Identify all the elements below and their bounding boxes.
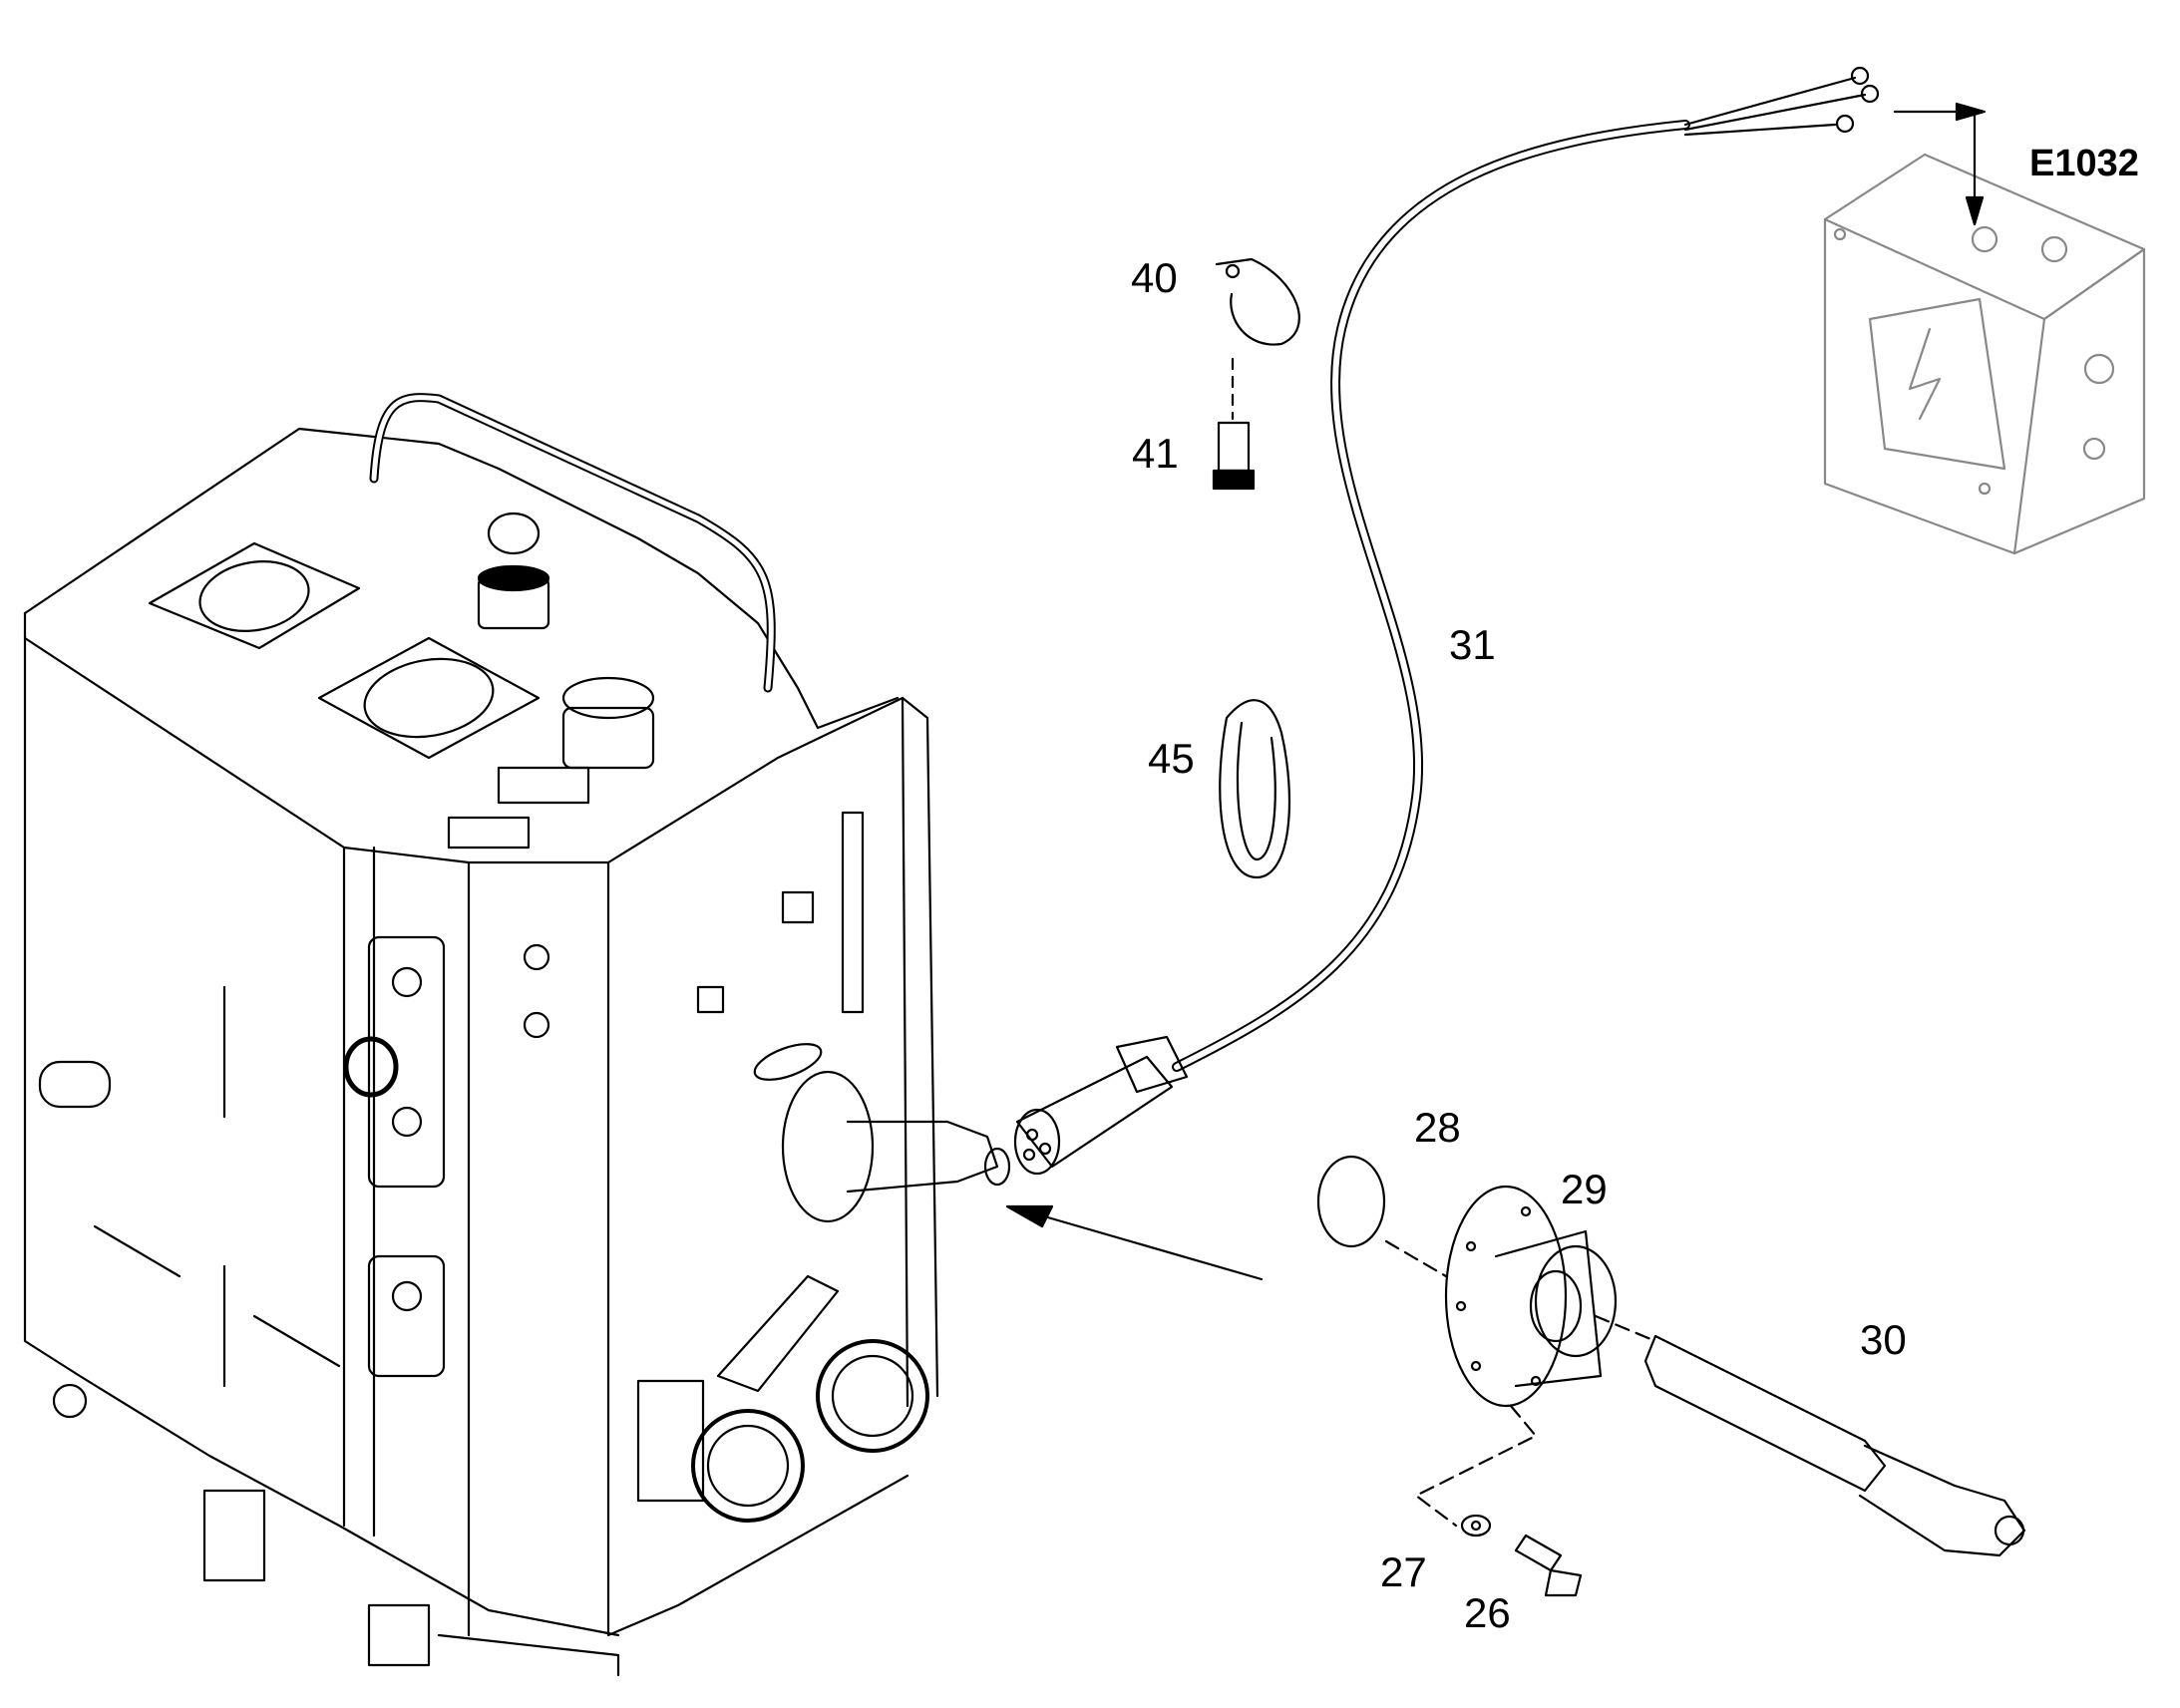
- cable-clamp: [1215, 257, 1300, 421]
- callout-27: 27: [1380, 1548, 1427, 1595]
- callout-31: 31: [1449, 621, 1496, 668]
- cable-tie: [1219, 699, 1291, 879]
- callout-45: 45: [1148, 735, 1195, 782]
- washer: [1460, 1514, 1492, 1537]
- callout-41: 41: [1132, 430, 1179, 477]
- screw: [1212, 421, 1256, 491]
- callout-28: 28: [1414, 1104, 1461, 1151]
- junction-box: [1823, 153, 2146, 555]
- gasket: [1316, 1155, 1386, 1248]
- reference-label: E1032: [2029, 143, 2139, 184]
- cable-assembly: [1013, 66, 1880, 1176]
- box-arrow: [1893, 102, 1987, 226]
- callout-30: 30: [1860, 1316, 1907, 1363]
- heating-element: [1643, 1334, 2026, 1557]
- heater-flange: [1444, 1185, 1618, 1408]
- callout-40: 40: [1131, 254, 1178, 301]
- callout-26: 26: [1464, 1589, 1511, 1636]
- main-housing: [23, 393, 1011, 1677]
- assembly-arrow: [1005, 1204, 1264, 1281]
- callout-29: 29: [1561, 1166, 1608, 1212]
- bolt: [1514, 1534, 1583, 1597]
